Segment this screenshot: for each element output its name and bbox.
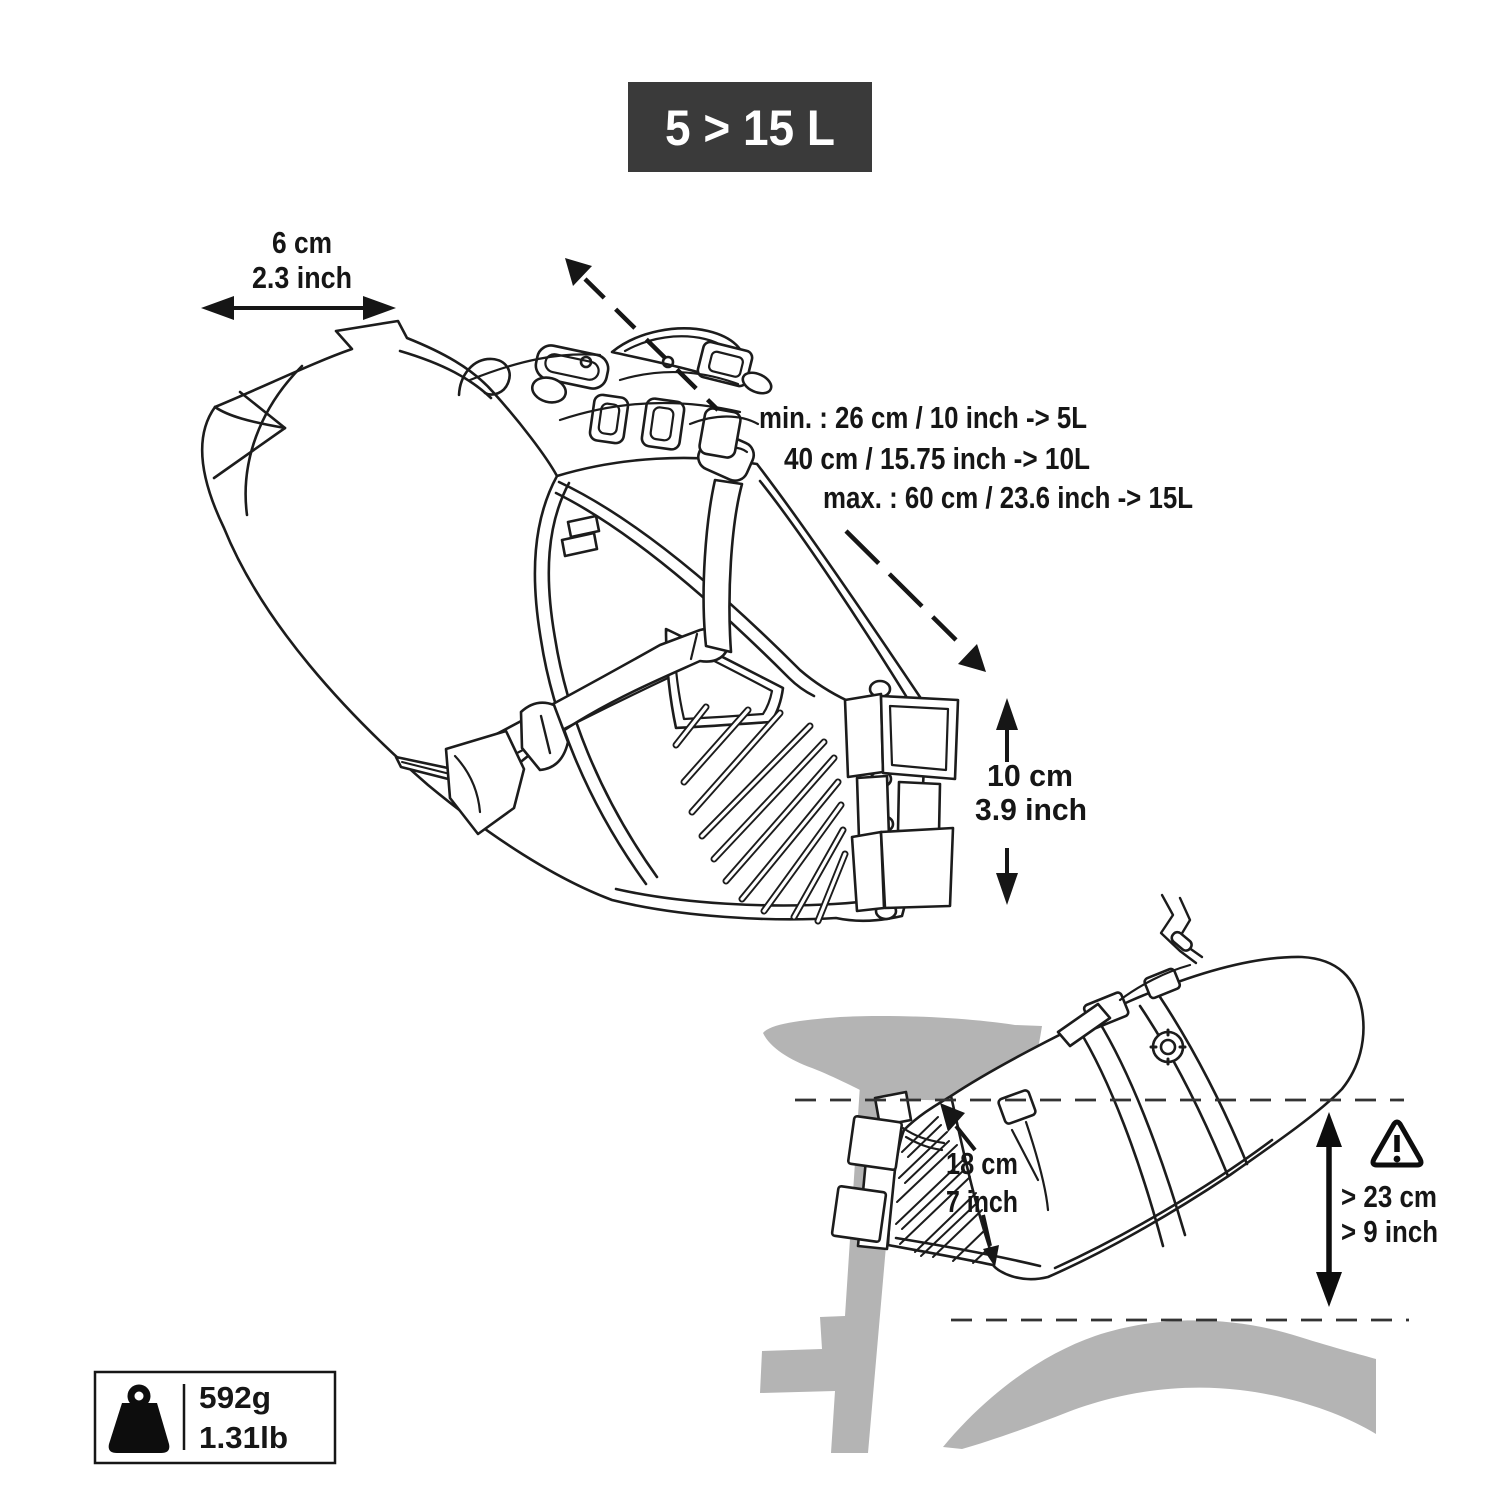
svg-text:max. : 60 cm / 23.6 inch -> 15: max. : 60 cm / 23.6 inch -> 15L: [823, 480, 1193, 515]
svg-text:3.9 inch: 3.9 inch: [975, 792, 1087, 827]
svg-text:18 cm: 18 cm: [946, 1146, 1018, 1181]
svg-text:40 cm / 15.75 inch -> 10L: 40 cm / 15.75 inch -> 10L: [784, 441, 1090, 476]
svg-text:min. : 26 cm / 10 inch -> 5L: min. : 26 cm / 10 inch -> 5L: [759, 400, 1087, 435]
svg-text:1.31lb: 1.31lb: [199, 1420, 288, 1455]
svg-text:5 > 15 L: 5 > 15 L: [665, 100, 835, 156]
svg-text:6 cm: 6 cm: [272, 225, 332, 260]
svg-text:> 9 inch: > 9 inch: [1341, 1214, 1438, 1249]
svg-text:10 cm: 10 cm: [987, 758, 1073, 793]
svg-text:2.3 inch: 2.3 inch: [252, 260, 352, 295]
svg-text:7 inch: 7 inch: [946, 1184, 1018, 1219]
svg-text:592g: 592g: [199, 1380, 271, 1415]
svg-text:> 23 cm: > 23 cm: [1341, 1179, 1437, 1214]
